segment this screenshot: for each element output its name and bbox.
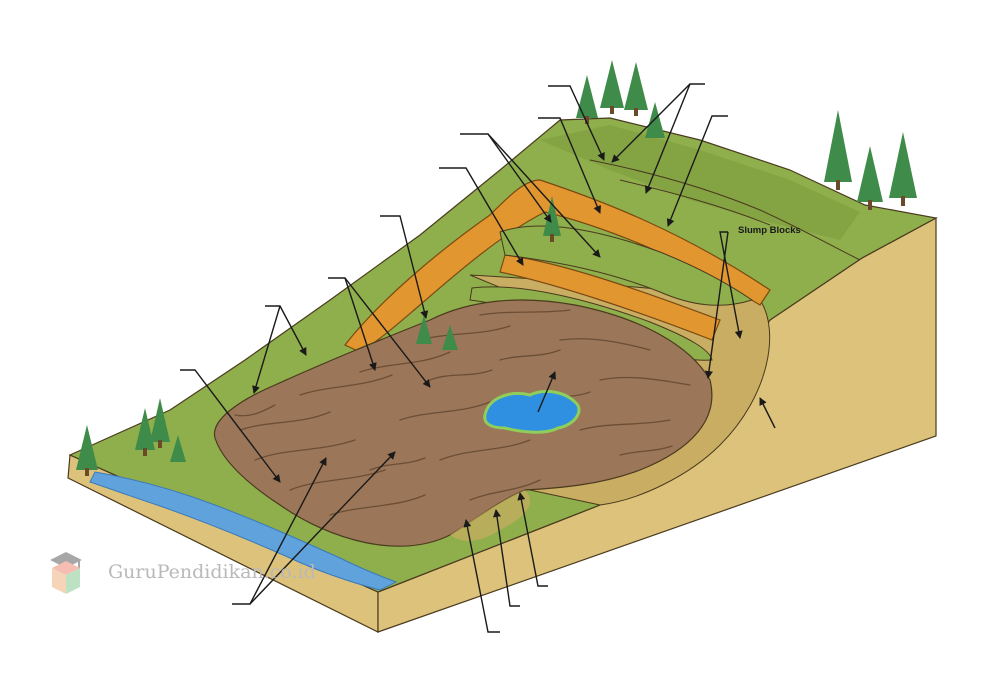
trees: [76, 60, 917, 476]
leader-lines: [180, 83, 776, 633]
label-slump-blocks: Slump Blocks: [738, 225, 801, 236]
slump-block-upper: [499, 225, 754, 306]
river: [89, 471, 398, 591]
main-scarp: [344, 179, 771, 353]
earth-flow-debris: [213, 299, 713, 547]
flow-toe: [450, 490, 531, 542]
debris-texture: [234, 309, 691, 516]
crown-cracks: [589, 159, 861, 261]
watermark-text: GuruPendidikan.co.id: [108, 561, 316, 583]
watermark-logo-icon: [50, 552, 82, 594]
sag-pond: [483, 390, 581, 434]
slump-block-scarp: [499, 254, 721, 341]
